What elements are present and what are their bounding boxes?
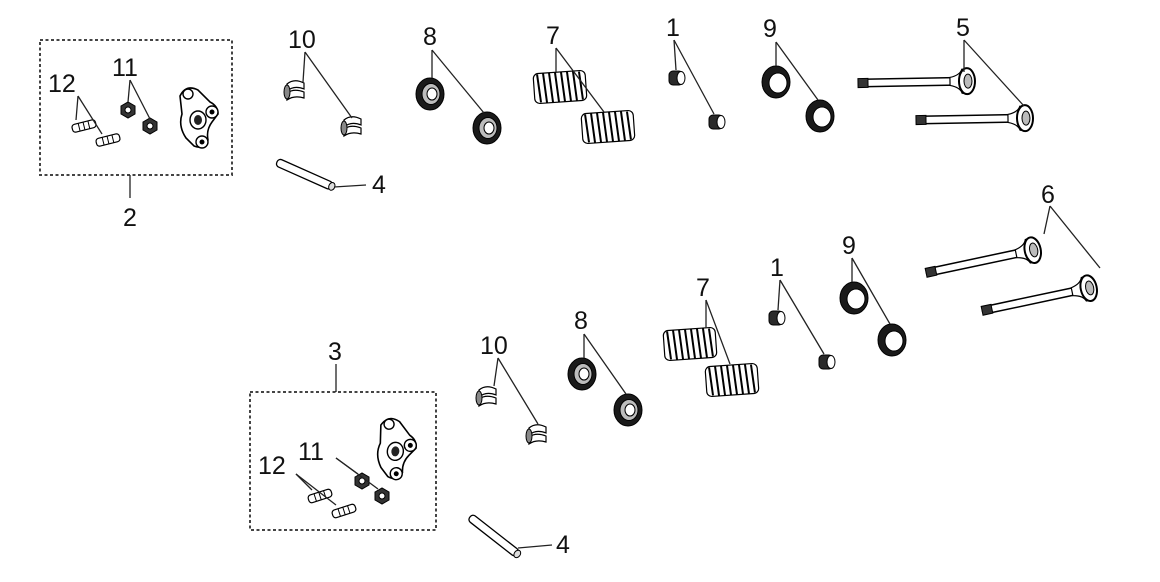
retainer-top-b (472, 111, 502, 145)
nut-11-top-b (142, 117, 158, 135)
callout-8-top: 8 (423, 23, 437, 51)
nut-11-bottom-b (374, 487, 390, 505)
cap-top-a (668, 70, 686, 86)
bolt-12-bottom-b (330, 502, 358, 520)
cotter-top-a (283, 80, 305, 101)
retainer-bottom-a (567, 357, 597, 391)
callout-2: 2 (123, 204, 137, 232)
callout-4-top: 4 (372, 171, 386, 199)
callout-9-bottom: 9 (842, 232, 856, 260)
callout-4-bottom: 4 (556, 531, 570, 559)
nut-11-top-a (120, 101, 136, 119)
top-valve-train-group: 12 11 2 4 10 8 7 1 (39, 14, 1033, 232)
callout-8-bottom: 8 (574, 307, 588, 335)
callout-12-top: 12 (48, 70, 76, 98)
seat-top-a (761, 65, 791, 99)
callout-5: 5 (956, 14, 970, 42)
spring-bottom-b (704, 362, 760, 398)
callout-1-bottom: 1 (770, 254, 784, 282)
callout-10-top: 10 (288, 26, 316, 54)
cap-bottom-a (768, 310, 786, 326)
bolt-12-top-a (70, 118, 98, 134)
callout-11-bottom: 11 (298, 438, 324, 466)
spring-top-a (532, 69, 588, 105)
cotter-top-b (340, 116, 362, 137)
spring-top-b (580, 109, 636, 145)
valve-6-bottom-b (979, 274, 1099, 324)
retainer-bottom-b (613, 393, 643, 427)
rocker-shaft-top (274, 157, 337, 192)
cap-top-b (708, 114, 726, 130)
callout-7-top: 7 (546, 22, 560, 50)
callout-11-top: 11 (112, 54, 138, 82)
retainer-top-a (415, 77, 445, 111)
seat-bottom-b (877, 323, 907, 357)
rocker-arm-top (179, 87, 219, 149)
callout-1-top: 1 (666, 14, 680, 42)
bolt-12-bottom-a (306, 487, 334, 505)
spring-bottom-a (662, 326, 718, 362)
valve-6-bottom-a (923, 236, 1043, 286)
valve-5-top-b (916, 105, 1033, 133)
cotter-bottom-b (525, 424, 547, 445)
rocker-shaft-bottom (466, 513, 523, 560)
callout-10-bottom: 10 (480, 332, 508, 360)
callout-6: 6 (1041, 181, 1055, 209)
callout-7-bottom: 7 (696, 274, 710, 302)
seat-top-b (805, 99, 835, 133)
callout-9-top: 9 (763, 15, 777, 43)
bolt-12-top-b (94, 132, 122, 148)
callout-12-bottom: 12 (258, 452, 286, 480)
rocker-arm-bottom (372, 416, 421, 483)
cotter-bottom-a (475, 386, 497, 407)
bottom-valve-train-group: 12 11 3 4 10 8 7 1 (249, 181, 1100, 560)
callout-3: 3 (328, 338, 342, 366)
rocker-assembly-box-bottom (249, 391, 437, 531)
rocker-assembly-box-top (39, 39, 233, 176)
cap-bottom-b (818, 354, 836, 370)
valve-5-top-a (858, 68, 975, 96)
seat-bottom-a (839, 281, 869, 315)
